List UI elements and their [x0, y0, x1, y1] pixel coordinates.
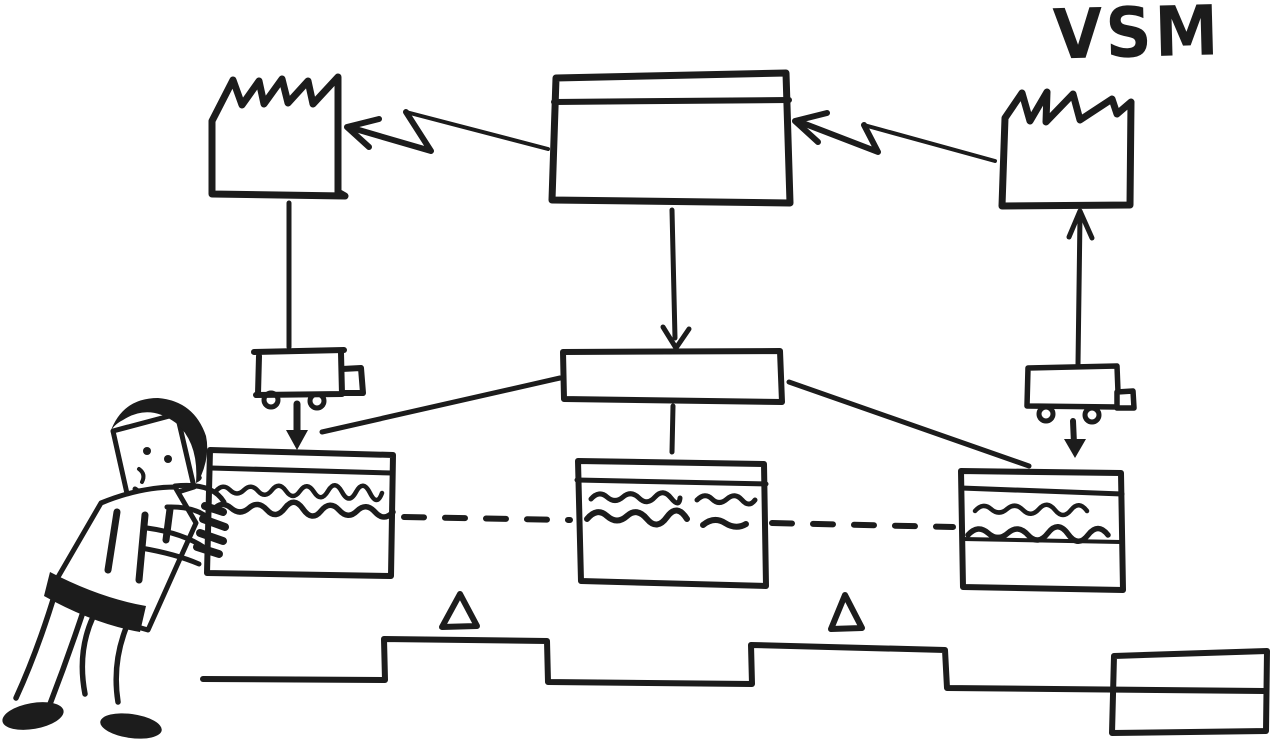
- production-control-box: [548, 69, 794, 207]
- worker-arm: [172, 482, 227, 505]
- worker-leg: [47, 597, 90, 707]
- worker-vest-stripe: [162, 505, 174, 544]
- box-header-line: [208, 465, 395, 476]
- box-outline: [548, 69, 794, 207]
- truck-wheel: [307, 391, 327, 411]
- total-lead-time-box: [1109, 648, 1270, 736]
- squiggle-line: [210, 499, 396, 520]
- truck-wheel: [261, 390, 281, 410]
- truck-body: [253, 350, 345, 398]
- worker-figure: [2, 398, 229, 739]
- dashed-segment: [769, 520, 956, 530]
- arrow-shaft: [669, 207, 678, 341]
- worker-nose: [137, 467, 146, 484]
- truck-to-customer-arrow: [1066, 208, 1095, 367]
- box-header-line: [958, 485, 1125, 497]
- box-outline: [958, 468, 1126, 593]
- process-box-1: [204, 447, 396, 579]
- lightning-thick-segment: [349, 109, 434, 154]
- arrow-shaft: [1075, 213, 1083, 367]
- inventory-triangle-2: [828, 592, 865, 632]
- schedule-to-process1-line: [319, 375, 563, 435]
- information-flow-lightning-left: [344, 109, 550, 154]
- worker-vest-stripe: [104, 508, 121, 574]
- worker-finger: [193, 543, 223, 558]
- worker-finger: [201, 502, 227, 516]
- box-outline: [1109, 648, 1270, 736]
- squiggle-line: [972, 502, 1090, 518]
- worker-hair: [110, 398, 208, 483]
- arrowhead-down-icon: [1064, 439, 1086, 458]
- worker-leg: [13, 587, 59, 701]
- schedule-to-process2-line: [669, 403, 676, 455]
- squiggle-line: [694, 493, 758, 507]
- factory-outline: [208, 73, 349, 200]
- truck-body: [1024, 363, 1121, 410]
- worker-leg: [113, 625, 129, 705]
- squiggle-line: [584, 507, 690, 528]
- worker-leg: [79, 614, 96, 697]
- arrowhead-left-icon: [792, 110, 830, 145]
- truck-cab: [1114, 388, 1137, 411]
- squiggle-line: [588, 490, 683, 506]
- customer-factory-icon: [998, 88, 1135, 210]
- truck-top-line: [251, 347, 347, 355]
- outbound-truck-icon: [1024, 363, 1137, 425]
- worker-finger: [199, 515, 229, 531]
- process-box-3: [958, 468, 1126, 593]
- worker-foot: [100, 713, 162, 739]
- worker-eye: [143, 447, 151, 455]
- supplier-factory-icon: [208, 73, 349, 200]
- worker-foot: [2, 702, 64, 730]
- arrowhead-left-icon: [344, 116, 382, 150]
- inbound-truck-icon: [251, 347, 366, 411]
- box-header-line: [551, 97, 792, 105]
- information-flow-lightning-right: [792, 110, 997, 163]
- squiggle-line: [700, 517, 749, 530]
- arrowhead-down-icon: [286, 430, 308, 450]
- dashed-segment: [401, 514, 573, 523]
- lightning-thin-segment: [862, 123, 997, 163]
- truck-to-process1-arrow: [286, 400, 308, 450]
- worker-arm: [138, 545, 202, 567]
- truck-cab: [339, 365, 366, 396]
- worker-belt: [44, 572, 146, 632]
- schedule-to-process3-line: [786, 379, 1032, 469]
- inventory-triangle-1: [439, 591, 480, 630]
- worker-finger: [196, 529, 227, 545]
- control-to-schedule-arrow: [660, 207, 692, 351]
- box-outline: [575, 458, 769, 589]
- lightning-thin-segment: [404, 110, 550, 151]
- arrowhead-down-icon: [660, 324, 692, 351]
- box-header-line: [574, 477, 769, 487]
- process-box-2: [574, 458, 769, 589]
- squiggle-line: [213, 483, 385, 503]
- box-divider-line: [961, 537, 1123, 544]
- material-flow-dashed-line: [401, 514, 956, 530]
- truck-wheel: [1082, 405, 1102, 425]
- schedule-box: [560, 348, 785, 405]
- factory-outline: [998, 88, 1135, 210]
- truck-to-process3-arrow: [1064, 418, 1086, 458]
- box-outline: [560, 348, 785, 405]
- lightning-thick-segment: [797, 119, 881, 155]
- worker-eye: [164, 455, 172, 463]
- truck-wheel: [1036, 404, 1056, 424]
- worker-hands: [193, 502, 229, 558]
- lead-time-ladder: [200, 636, 1267, 694]
- arrowhead-up-icon: [1066, 208, 1095, 241]
